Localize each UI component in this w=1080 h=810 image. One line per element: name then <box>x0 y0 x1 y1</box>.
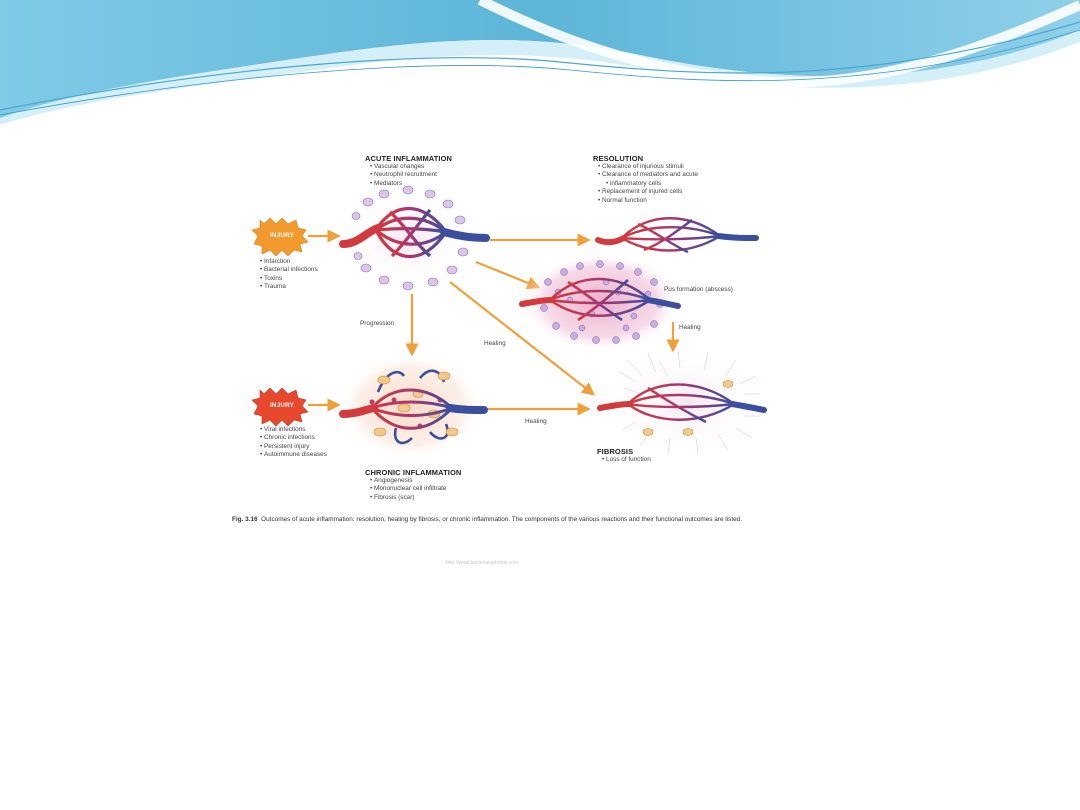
injury-bottom-cause: Persistent injury <box>260 443 327 451</box>
acute-item: Vascular changes <box>370 163 437 171</box>
chronic-inflammation-title: CHRONIC INFLAMMATION <box>365 468 462 477</box>
fibrosis-item: Loss of function <box>602 456 651 464</box>
acute-vessel-illustration <box>339 185 490 291</box>
resolution-item: Clearance of mediators and acute <box>598 171 698 179</box>
progression-label: Progression <box>360 320 395 327</box>
fibrosis-list: Loss of function <box>602 456 651 464</box>
chronic-vessel-illustration <box>339 354 488 458</box>
injury-bottom-cause: Autoimmune diseases <box>260 451 327 459</box>
resolution-item: Normal function <box>598 197 698 205</box>
resolution-item-continued: inflammatory cells <box>598 180 698 188</box>
injury-starburst-top <box>251 217 309 257</box>
resolution-item-continued-text: inflammatory cells <box>610 179 662 187</box>
fibrosis-title: FIBROSIS <box>597 447 634 456</box>
resolution-item: Replacement of injured cells <box>598 188 698 196</box>
inflammation-outcomes-figure: INJURY INJURY ACUTE INFLAMMATION Vascula… <box>208 132 796 570</box>
flow-arrows <box>308 229 680 416</box>
injury-bottom-causes-list: Viral infections Chronic infections Pers… <box>260 426 327 460</box>
chronic-item: Angiogenesis <box>370 477 446 485</box>
acute-item: Mediators <box>370 180 437 188</box>
injury-bottom-cause: Viral infections <box>260 426 327 434</box>
arrow-healing-diagonal <box>449 281 596 396</box>
abscess-vessel-illustration <box>519 252 681 352</box>
resolution-item: Clearance of injurious stimuli <box>598 163 698 171</box>
chronic-item: Mononuclear cell infiltrate <box>370 485 446 493</box>
resolution-title: RESOLUTION <box>593 154 644 163</box>
injury-label-bottom: INJURY <box>269 402 295 409</box>
resolution-vessel-illustration <box>595 217 759 254</box>
chronic-inflammation-list: Angiogenesis Mononuclear cell infiltrate… <box>370 477 446 502</box>
injury-top-cause: Bacterial infections <box>260 266 318 274</box>
acute-item: Neutrophil recruitment <box>370 171 437 179</box>
resolution-list: Clearance of injurious stimuli Clearance… <box>598 163 698 205</box>
pus-formation-label: Pus formation (abscess) <box>664 286 733 293</box>
figure-caption-text: Outcomes of acute inflammation: resoluti… <box>261 516 742 523</box>
chronic-item: Fibrosis (scar) <box>370 494 446 502</box>
injury-label-top: INJURY <box>269 232 295 239</box>
fibrosis-vessel-illustration <box>597 349 772 455</box>
image-credit-watermark: http://www.bacteriainphotos.com <box>446 560 518 566</box>
injury-top-causes-list: Infarction Bacterial infections Toxins T… <box>260 258 318 292</box>
acute-inflammation-list: Vascular changes Neutrophil recruitment … <box>370 163 437 188</box>
injury-top-cause: Infarction <box>260 258 318 266</box>
injury-top-cause: Trauma <box>260 283 318 291</box>
acute-inflammation-title: ACUTE INFLAMMATION <box>365 154 453 163</box>
figure-illustration <box>251 185 772 458</box>
figure-number: Fig. 3.16 <box>232 516 258 523</box>
header-wave-banner <box>0 0 1080 125</box>
injury-top-cause: Toxins <box>260 275 318 283</box>
healing-right-label: Healing <box>679 324 701 331</box>
healing-bottom-label: Healing <box>525 418 547 425</box>
figure-caption: Fig. 3.16 Outcomes of acute inflammation… <box>232 515 792 525</box>
healing-diagonal-label: Healing <box>484 340 506 347</box>
injury-bottom-cause: Chronic infections <box>260 434 327 442</box>
injury-starburst-bottom <box>251 387 309 427</box>
